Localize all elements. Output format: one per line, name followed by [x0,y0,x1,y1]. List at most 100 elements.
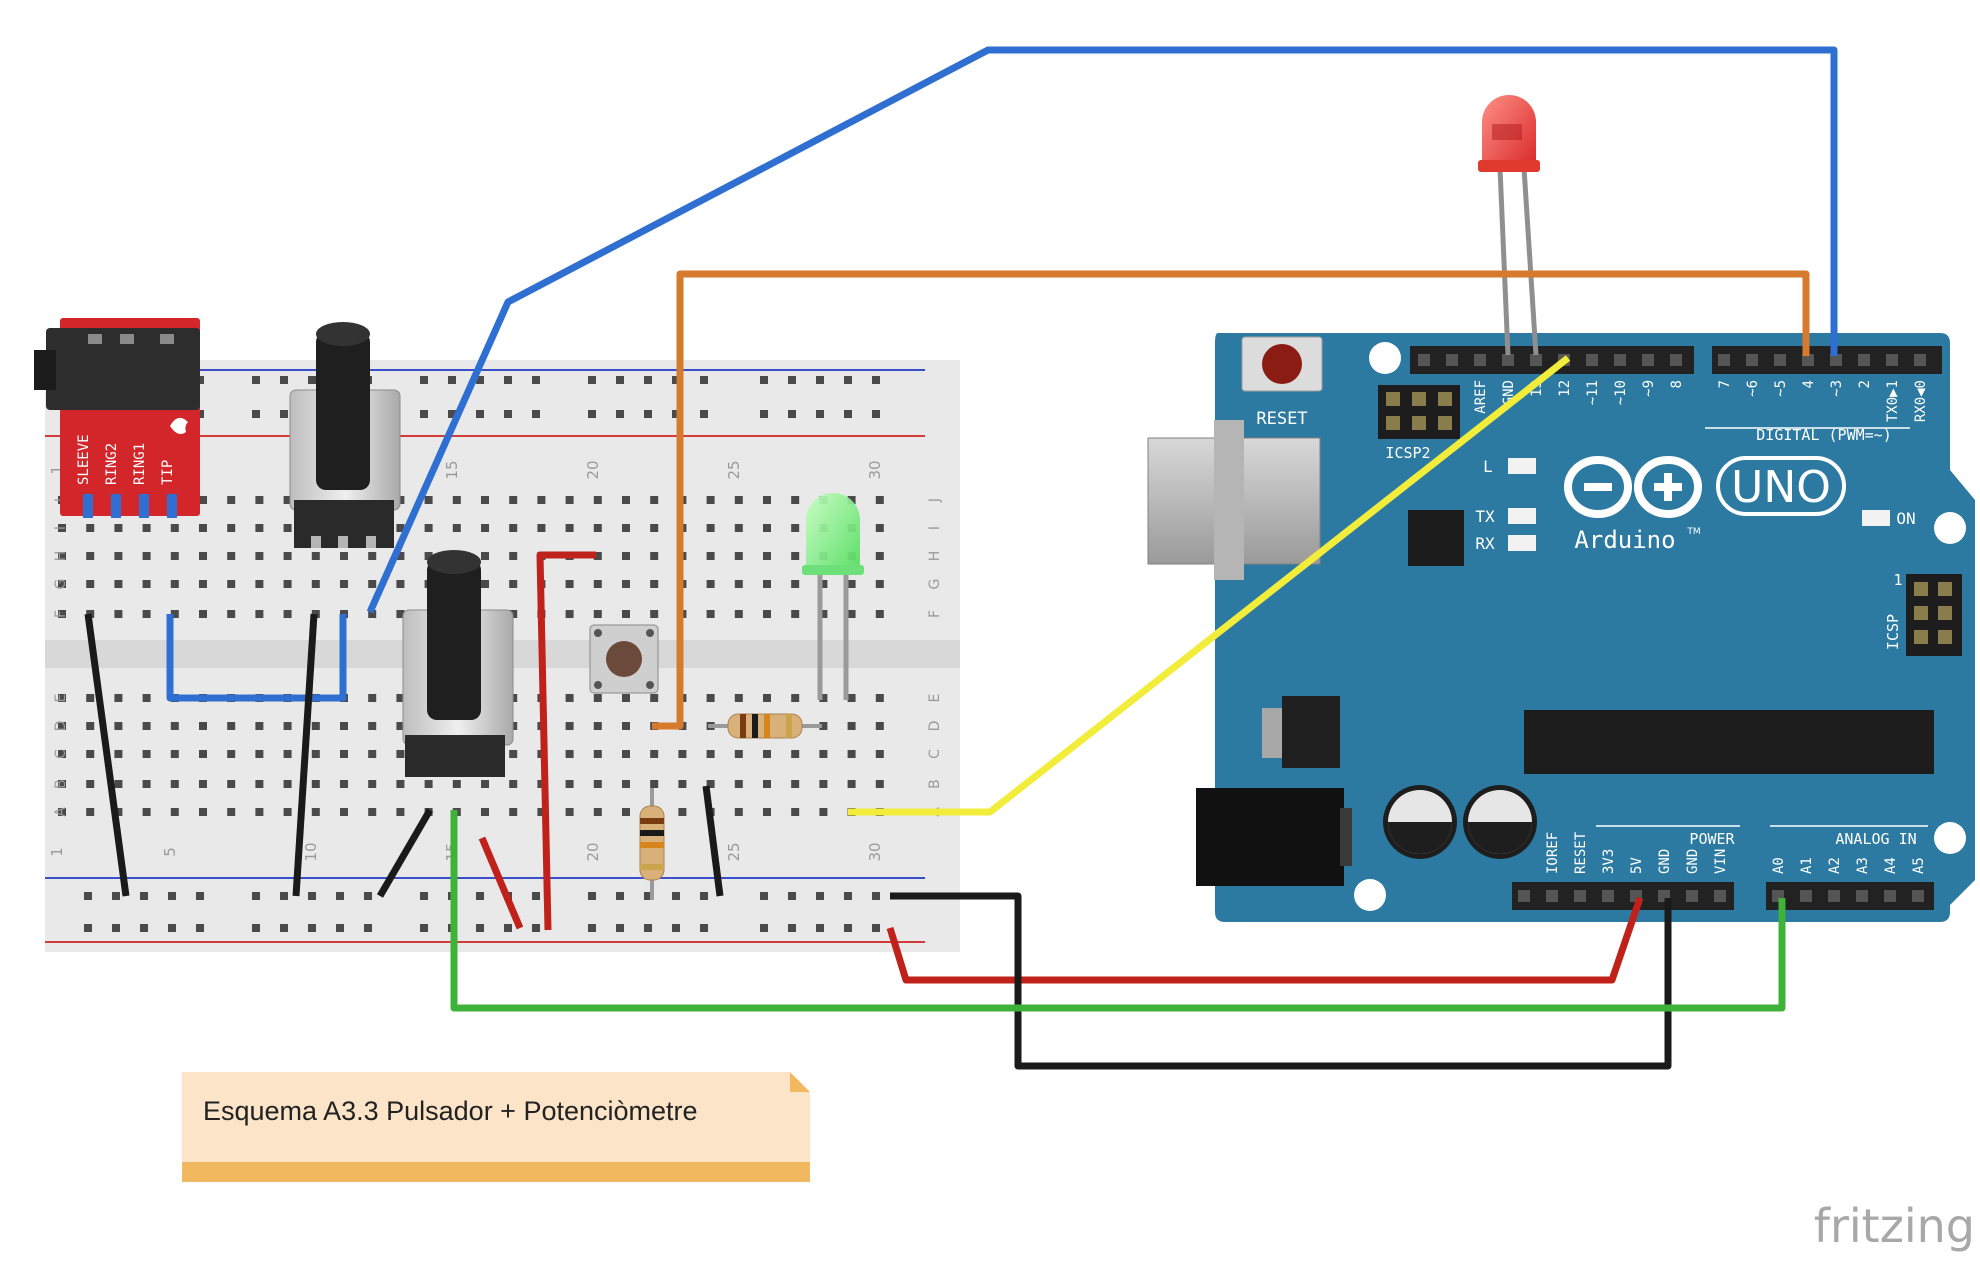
pushbutton-cap [606,641,642,677]
breadboard-hole [593,580,602,588]
breadboard-hole [650,552,659,560]
icsp2-pin [1438,416,1452,430]
breadboard-hole [142,552,151,560]
breadboard-hole [227,580,236,588]
jack-pin-lead [139,494,149,518]
row-label: H [53,551,69,562]
breadboard-hole [424,524,433,532]
jack-pin-label: SLEEVE [76,434,92,485]
rail-hole [700,924,708,932]
breadboard-hole [481,552,489,560]
breadboard-hole [734,694,743,702]
power-jack-rim [1340,808,1352,866]
analog-label: ANALOG IN [1835,830,1916,848]
rail-hole [872,924,880,932]
breadboard-hole [481,580,489,588]
breadboard-hole [58,750,66,758]
header-hole [1474,354,1486,366]
potentiometer-2 [402,550,514,777]
breadboard-hole [255,780,264,788]
breadboard-hole [114,524,123,532]
rail-hole [308,924,316,932]
breadboard-hole [142,808,151,816]
breadboard-hole [199,552,207,560]
pot-1-shaft [316,332,370,490]
breadboard-hole [452,524,461,532]
breadboard-hole [622,808,630,816]
pushbutton-corner [646,681,654,689]
power-pin-label: RESET [1573,831,1589,874]
breadboard-hole [791,694,800,702]
breadboard-hole [227,750,236,758]
breadboard-hole [875,580,884,588]
row-label: G [53,579,69,590]
arduino-logo-icon [1564,456,1702,518]
icsp-pin [1914,582,1928,596]
breadboard-hole [340,780,348,788]
potentiometer-1 [289,322,401,548]
breadboard-hole [283,610,292,618]
column-label: 10 [302,842,320,861]
analog-header [1766,882,1934,910]
breadboard-hole [622,524,630,532]
breadboard-hole [114,722,123,730]
header-hole [1914,354,1926,366]
rail-hole [252,410,260,418]
resistor-horizontal [708,713,822,739]
rail-hole [532,892,540,900]
row-label: E [53,694,69,703]
breadboard-hole [86,750,95,758]
breadboard-hole [227,496,236,504]
rail-hole [504,376,512,384]
breadboard-hole [170,524,179,532]
capacitor-2 [1463,785,1537,859]
reset-button-cap[interactable] [1262,344,1302,384]
row-label: F [927,610,943,618]
rail-hole [872,376,880,384]
icsp2-pin [1412,392,1426,406]
breadboard-column-labels: 115510101515202025253030 [48,460,884,861]
header-hole [1586,354,1598,366]
rail-hole [532,376,540,384]
breadboard-hole [481,808,489,816]
breadboard-hole [58,780,66,788]
breadboard-hole [565,610,574,618]
breadboard-hole [791,780,800,788]
usb-connector-flange [1214,420,1244,580]
breadboard-hole [593,694,602,702]
breadboard-hole [706,524,715,532]
column-label: 5 [161,847,179,857]
wire-green-analog [450,810,1786,1012]
rail-hole [504,410,512,418]
breadboard-hole [622,580,630,588]
header-hole [1518,890,1530,902]
breadboard-hole [199,750,207,758]
rail-hole [616,376,624,384]
rail-hole [336,924,344,932]
breadboard-hole [452,780,461,788]
header-hole [1686,890,1698,902]
breadboard-hole [396,780,405,788]
rail-hole [84,892,92,900]
voltage-regulator [1282,696,1340,768]
breadboard-hole [706,552,715,560]
breadboard-hole [734,610,743,618]
row-label: H [927,551,943,562]
breadboard-hole [706,610,715,618]
breadboard-hole [142,580,151,588]
rail-hole [280,892,288,900]
breadboard-hole [58,610,66,618]
power-label: POWER [1689,830,1735,848]
jack-pin-top [160,334,174,344]
rail-hole [336,892,344,900]
breadboard-hole [283,808,292,816]
arduino-brand: Arduino [1574,526,1675,554]
breadboard-hole [340,808,348,816]
column-label: 20 [584,842,602,861]
icsp2-pin [1412,416,1426,430]
led-tx-label: TX [1475,507,1495,526]
breadboard-hole [565,524,574,532]
breadboard-hole [311,580,320,588]
